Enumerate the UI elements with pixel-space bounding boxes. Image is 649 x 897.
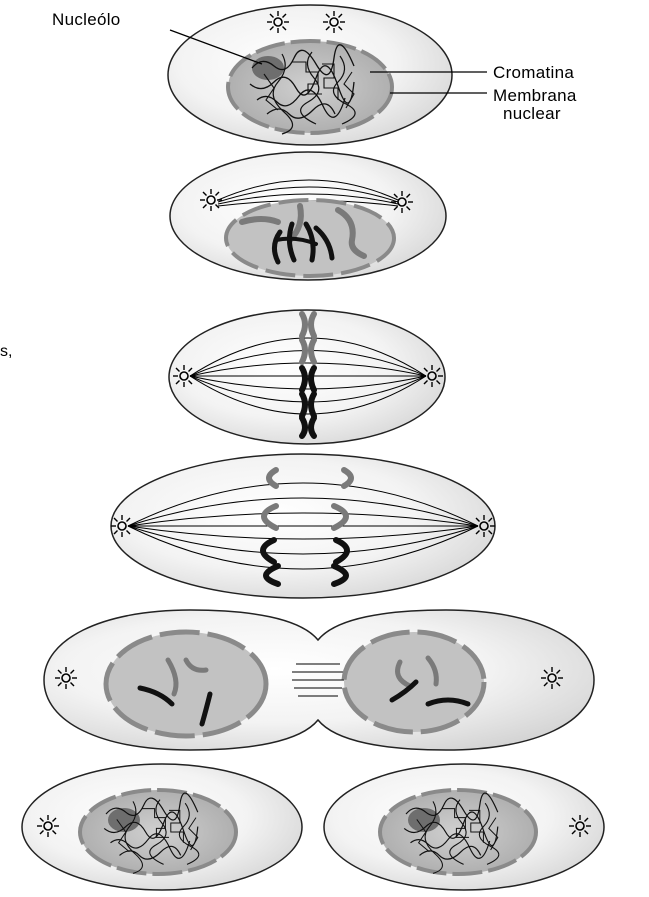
- label-nucleolo: Nucleólo: [52, 10, 121, 29]
- nucleolo-pointer: [169, 29, 263, 65]
- daughter-cell-right: [323, 763, 605, 891]
- stage-metaphase: s,: [0, 309, 446, 445]
- nucleus-left: [103, 629, 269, 739]
- nucleolus: [408, 808, 440, 832]
- aligned-chromosomes: [299, 311, 317, 439]
- separating-chromatids: [260, 467, 354, 587]
- condensing-chromosomes: [239, 203, 367, 265]
- spindle-fibers: [127, 482, 479, 570]
- label-membrana-line1: Membrana: [493, 86, 577, 105]
- spindle-fibers: [217, 179, 399, 207]
- stage-daughter-cells: [21, 763, 605, 891]
- stage-anaphase: [110, 453, 496, 599]
- nucleolus: [252, 56, 284, 80]
- decondensing-chromosomes: [137, 655, 471, 727]
- edge-text-fragment: s,: [0, 343, 12, 360]
- stage-telophase: [43, 609, 595, 751]
- midbody-fibers: [292, 663, 344, 697]
- label-cromatina: Cromatina: [493, 63, 574, 82]
- daughter-cell-left: [21, 763, 303, 891]
- stage-prophase: [169, 151, 447, 281]
- nucleolus: [108, 808, 140, 832]
- label-membrana-line2: nuclear: [503, 104, 561, 123]
- stage-interphase: Nucleólo Cromatina Membrana nuclear: [52, 4, 577, 146]
